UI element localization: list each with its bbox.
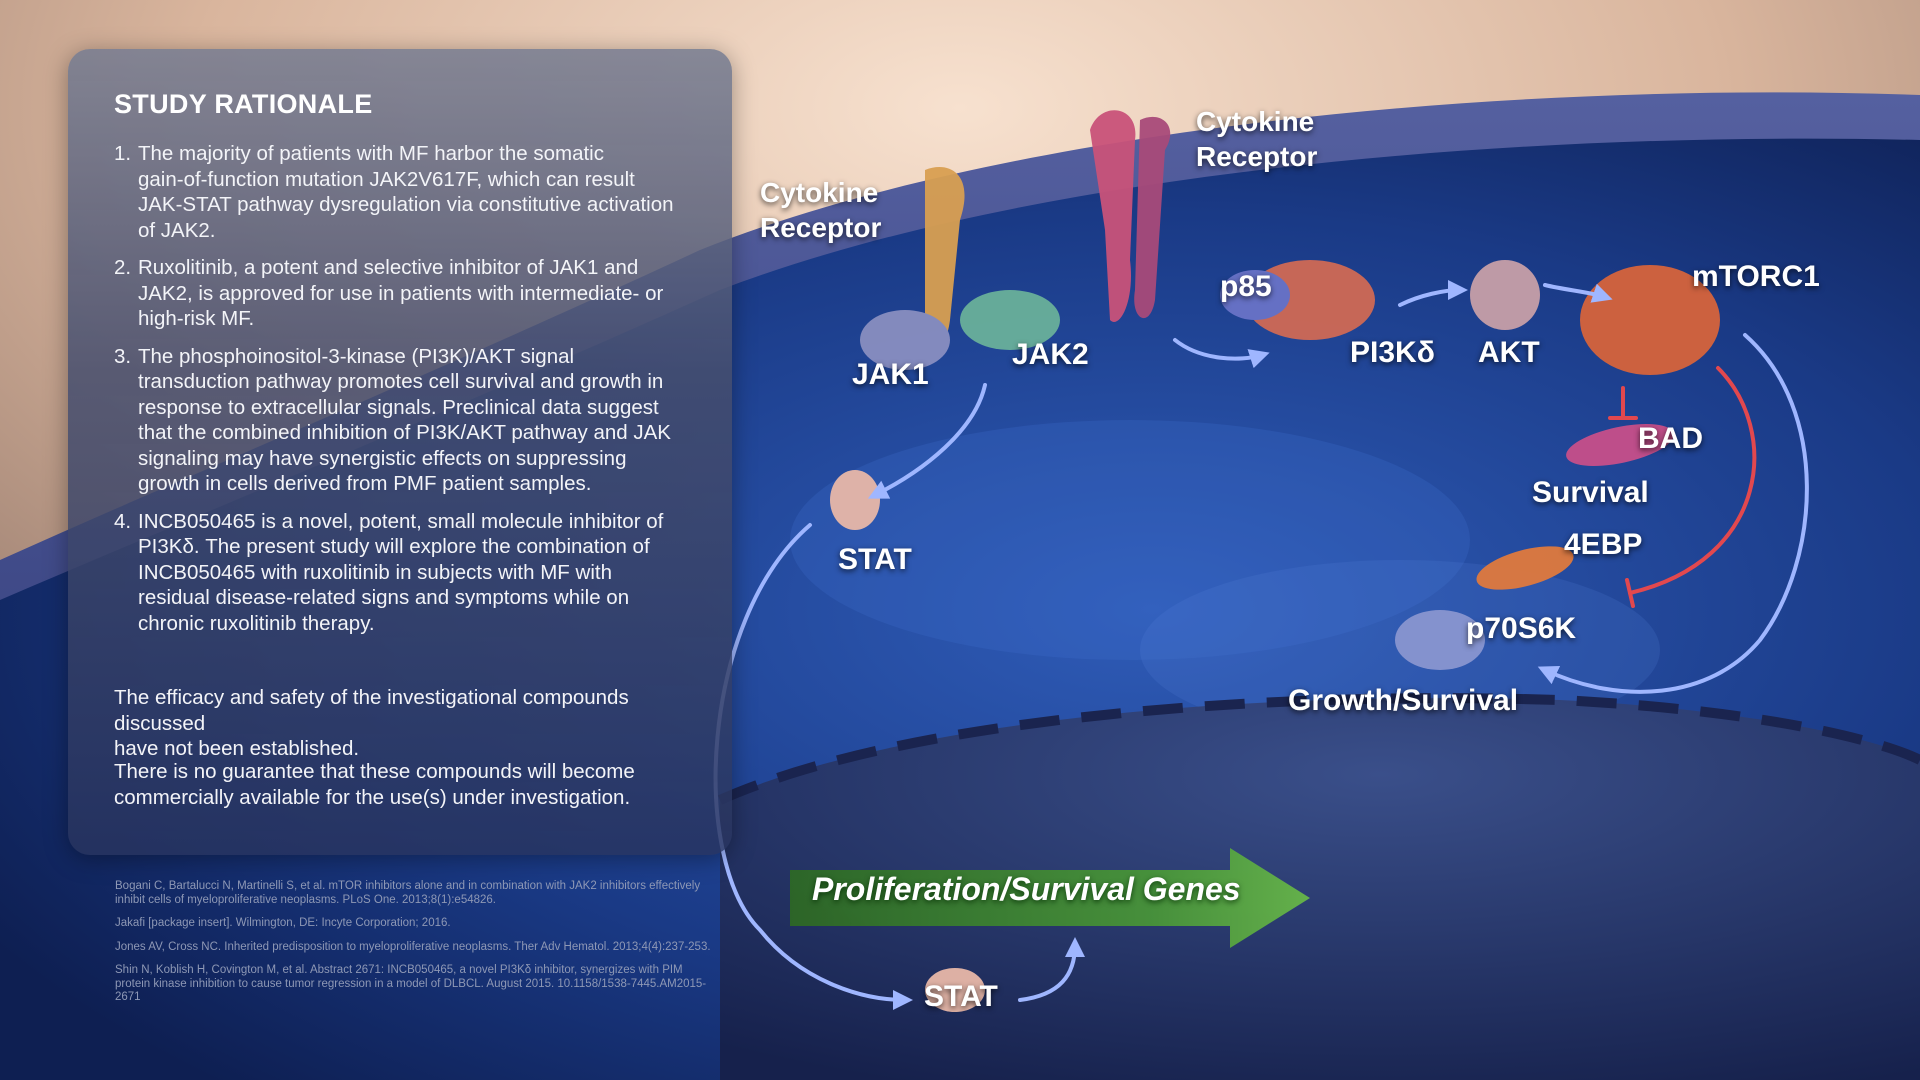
label-pi3k-delta: PI3Kδ <box>1350 336 1435 369</box>
note-line: have not been established. <box>114 737 360 760</box>
label-proliferation-survival-genes: Proliferation/Survival Genes <box>812 871 1241 907</box>
item-number: 1. <box>114 142 132 165</box>
reference-2: Jakafi [package insert]. Wilmington, DE:… <box>115 917 451 929</box>
item-line: PI3Kδ. The present study will explore th… <box>138 535 650 558</box>
label-growth-survival: Growth/Survival <box>1288 684 1519 717</box>
item-line: transduction pathway promotes cell survi… <box>138 370 664 393</box>
label-p70s6k: p70S6K <box>1466 612 1577 645</box>
item-line: residual disease-related signs and sympt… <box>138 586 630 609</box>
item-line: that the combined inhibition of PI3K/AKT… <box>138 421 671 444</box>
genes-arrow <box>790 848 1310 948</box>
item-line: signaling may have synergistic effects o… <box>138 446 627 470</box>
label-akt: AKT <box>1478 336 1540 369</box>
availability-note: There is no guarantee that these compoun… <box>114 759 694 810</box>
rationale-item-2: 2. Ruxolitinib, a potent and selective in… <box>114 255 694 332</box>
item-line: growth in cells derived from PMF patient… <box>138 472 592 495</box>
rationale-list: 1. The majority of patients with MF harbo… <box>114 141 694 648</box>
rationale-item-3: 3.The phosphoinositol-3-kinase (PI3K)/AK… <box>114 344 694 497</box>
rationale-item-4: 4.INCB050465 is a novel, potent, small m… <box>114 509 694 637</box>
item-line: chronic ruxolitinib therapy. <box>138 611 375 635</box>
item-line: INCB050465 with ruxolitinib in subjects … <box>138 560 612 584</box>
item-line: The phosphoinositol-3-kinase (PI3K)/AKT … <box>138 344 575 368</box>
item-number: 2. <box>114 256 132 279</box>
note-line: The efficacy and safety of the investiga… <box>114 686 629 735</box>
efficacy-note: The efficacy and safety of the investiga… <box>114 685 694 762</box>
item-line: high-risk MF. <box>138 307 255 330</box>
reference-3: Jones AV, Cross NC. Inherited predisposi… <box>115 940 711 953</box>
label-line: Cytokine <box>1196 106 1315 137</box>
note-line: commercially available for the use(s) un… <box>114 785 631 809</box>
rationale-item-1: 1. The majority of patients with MF harbo… <box>114 141 694 243</box>
item-number: 3. <box>114 344 132 368</box>
arrows <box>713 280 1809 1010</box>
label-p85: p85 <box>1220 270 1272 303</box>
item-line: JAK2, is approved for use in patients wi… <box>138 281 664 305</box>
references: Bogani C, Bartalucci N, Martinelli S, et… <box>115 880 715 1015</box>
study-rationale-panel: STUDY RATIONALE 1. The majority of patien… <box>68 49 732 855</box>
protein-blobs <box>830 110 1720 1012</box>
reference-4: Shin N, Koblish H, Covington M, et al. A… <box>115 964 707 1003</box>
item-line: gain-of-function mutation JAK2V617F, whi… <box>138 167 635 191</box>
label-bad: BAD <box>1638 422 1703 455</box>
label-survival: Survival <box>1532 476 1649 509</box>
label-mtorc1: mTORC1 <box>1692 260 1820 293</box>
item-line: of JAK2. <box>138 218 216 242</box>
label-line: Cytokine <box>760 177 879 208</box>
item-line: Ruxolitinib, a potent and selective inhi… <box>138 256 639 279</box>
item-number: 4. <box>114 509 132 533</box>
label-4ebp: 4EBP <box>1564 528 1643 561</box>
item-line: JAK-STAT pathway dysregulation via const… <box>138 193 674 216</box>
label-stat-bottom: STAT <box>924 980 998 1013</box>
item-line: The majority of patients with MF harbor … <box>138 142 604 165</box>
note-line: There is no guarantee that these compoun… <box>114 760 635 783</box>
panel-title: STUDY RATIONALE <box>114 89 373 119</box>
item-line: response to extracellular signals. Precl… <box>138 395 659 419</box>
label-stat-top: STAT <box>838 543 912 576</box>
inhibition-lines <box>1608 366 1757 608</box>
item-line: INCB050465 is a novel, potent, small mol… <box>138 509 664 533</box>
reference-1: Bogani C, Bartalucci N, Martinelli S, et… <box>115 880 701 906</box>
label-line: Receptor <box>760 212 882 243</box>
label-jak1: JAK1 <box>852 358 929 391</box>
label-line: Receptor <box>1196 141 1318 172</box>
label-jak2: JAK2 <box>1012 338 1089 371</box>
